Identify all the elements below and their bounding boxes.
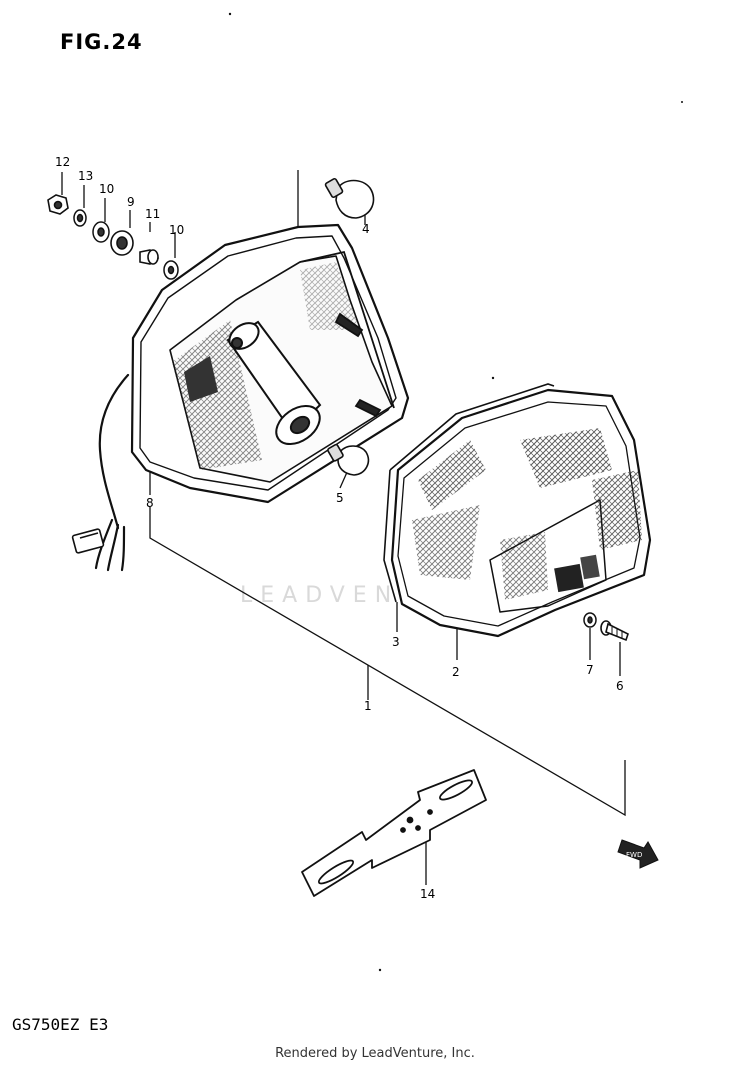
bulb-socket — [226, 320, 322, 446]
callout-6: 6 — [616, 679, 624, 693]
leader-lines — [61, 170, 626, 885]
inner-reflector — [172, 262, 360, 470]
callout-1: 1 — [364, 699, 372, 713]
callout-9: 9 — [127, 195, 135, 209]
svg-text:FWD: FWD — [626, 851, 642, 859]
callout-10a: 10 — [99, 182, 114, 196]
washer-10b — [163, 260, 179, 280]
bulb-5 — [327, 443, 370, 476]
render-credit: Rendered by LeadVenture, Inc. — [275, 1046, 475, 1061]
callout-13: 13 — [78, 169, 93, 183]
callout-10b: 10 — [169, 223, 184, 237]
model-code: GS750EZ E3 — [12, 1015, 109, 1034]
nut-12 — [47, 194, 69, 215]
callout-12: 12 — [55, 155, 70, 169]
washer-10 — [92, 221, 110, 243]
plate-bracket-14 — [301, 769, 487, 897]
callout-5: 5 — [336, 491, 344, 505]
callout-7: 7 — [586, 663, 594, 677]
housing-bracket — [299, 250, 395, 418]
front-arrow-icon: FWD — [617, 839, 659, 869]
callout-14: 14 — [420, 887, 435, 901]
lock-washer-13 — [73, 209, 87, 227]
callout-8: 8 — [146, 496, 154, 510]
bulb-4 — [324, 178, 375, 219]
gasket-3 — [383, 383, 555, 603]
callout-labels: 12 13 10 9 11 10 4 5 8 3 2 7 6 1 14 — [55, 155, 624, 901]
figure-title: FIG.24 — [60, 30, 143, 54]
lens-texture — [412, 428, 642, 600]
connector-plug — [71, 528, 105, 554]
screw-6 — [600, 620, 629, 642]
callout-3: 3 — [392, 635, 400, 649]
grommet-9 — [110, 230, 134, 256]
washer-7 — [583, 612, 597, 628]
spacer-11 — [139, 249, 160, 265]
scan-specks — [228, 12, 683, 972]
callout-11: 11 — [145, 207, 160, 221]
callout-2: 2 — [452, 665, 460, 679]
callout-4: 4 — [362, 222, 370, 236]
